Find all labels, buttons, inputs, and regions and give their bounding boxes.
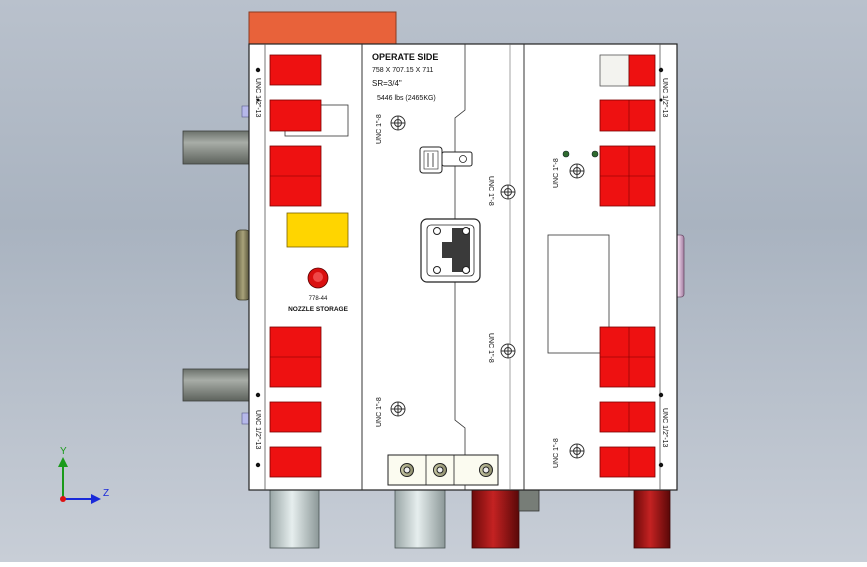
- eye-bolt-icon-1[interactable]: [390, 115, 406, 131]
- eye-bolt-icon-6[interactable]: [569, 443, 585, 459]
- bottom-cylinder-3[interactable]: [471, 489, 520, 549]
- y-axis-label: Y: [60, 446, 67, 457]
- unc-half-label-right-bottom: UNC 1/2"-13: [661, 408, 668, 448]
- eye-bolt-icon-2[interactable]: [500, 184, 516, 200]
- weight-label: 5446 lbs (2465KG): [377, 95, 436, 102]
- eye-bolt-icon-3[interactable]: [500, 343, 516, 359]
- z-arrow-head-icon: [91, 494, 101, 504]
- coordinate-triad[interactable]: Y Z: [58, 446, 109, 504]
- nozzle-code-label: 778-44: [309, 296, 328, 302]
- right-block-6[interactable]: [599, 446, 656, 478]
- unc-one-label-4: UNC 1"-8: [487, 333, 494, 363]
- bottom-cylinder-4[interactable]: [633, 489, 671, 549]
- left-block-5[interactable]: [269, 401, 322, 433]
- unc-one-label-1: UNC 1"-8: [376, 114, 383, 144]
- eye-bolt-icon-4[interactable]: [390, 401, 406, 417]
- nozzle-storage-label: NOZZLE STORAGE: [288, 306, 348, 313]
- origin-dot-icon: [60, 496, 66, 502]
- bottom-connector-bar[interactable]: [387, 454, 499, 486]
- bottom-small-fitting[interactable]: [518, 488, 540, 512]
- unc-half-label-left-top: UNC 1/2"-13: [254, 78, 261, 118]
- left-block-2[interactable]: [269, 99, 322, 132]
- top-orange-block[interactable]: [248, 11, 397, 45]
- unc-one-label-5: UNC 1"-8: [376, 397, 383, 427]
- limit-switch-icon[interactable]: [419, 146, 473, 174]
- left-block-6[interactable]: [269, 446, 322, 478]
- right-block-1-light[interactable]: [599, 54, 630, 87]
- right-block-seams: [600, 100, 655, 477]
- indicator-dot-2: [591, 150, 599, 158]
- left-cylinder-upper[interactable]: [182, 130, 252, 165]
- right-block-2[interactable]: [599, 99, 656, 132]
- unc-one-label-6: UNC 1"-8: [553, 438, 560, 468]
- yellow-nameplate[interactable]: [286, 212, 349, 248]
- left-block-1[interactable]: [269, 54, 322, 86]
- unc-half-label-left-bottom: UNC 1/2"-13: [254, 410, 261, 450]
- right-block-5[interactable]: [599, 401, 656, 433]
- right-pocket-outline: [547, 234, 610, 354]
- indicator-dot-1: [562, 150, 570, 158]
- right-block-1-red[interactable]: [628, 54, 656, 87]
- unc-one-label-2: UNC 1"-8: [487, 176, 494, 206]
- operate-side-label: OPERATE SIDE: [372, 52, 438, 62]
- eye-bolt-icons: [390, 115, 585, 459]
- left-olive-fitting[interactable]: [235, 229, 251, 301]
- nozzle-storage-cap-inner-icon: [313, 272, 323, 282]
- y-arrow-head-icon: [58, 457, 68, 467]
- plate-dimensions-label: 758 X 707.15 X 711: [372, 67, 433, 74]
- z-axis-label: Z: [103, 488, 109, 499]
- unc-half-label-right-top: UNC 1/2"-13: [661, 78, 668, 118]
- bottom-cylinder-1[interactable]: [269, 489, 320, 549]
- eye-bolt-icon-5[interactable]: [569, 163, 585, 179]
- bottom-cylinder-2[interactable]: [394, 489, 446, 549]
- marker-dots: [255, 67, 664, 468]
- center-lock-plate-icon[interactable]: [420, 218, 481, 283]
- unc-one-label-3: UNC 1"-8: [553, 158, 560, 188]
- sr-label: SR=3/4": [372, 79, 402, 88]
- left-cylinder-lower[interactable]: [182, 368, 252, 402]
